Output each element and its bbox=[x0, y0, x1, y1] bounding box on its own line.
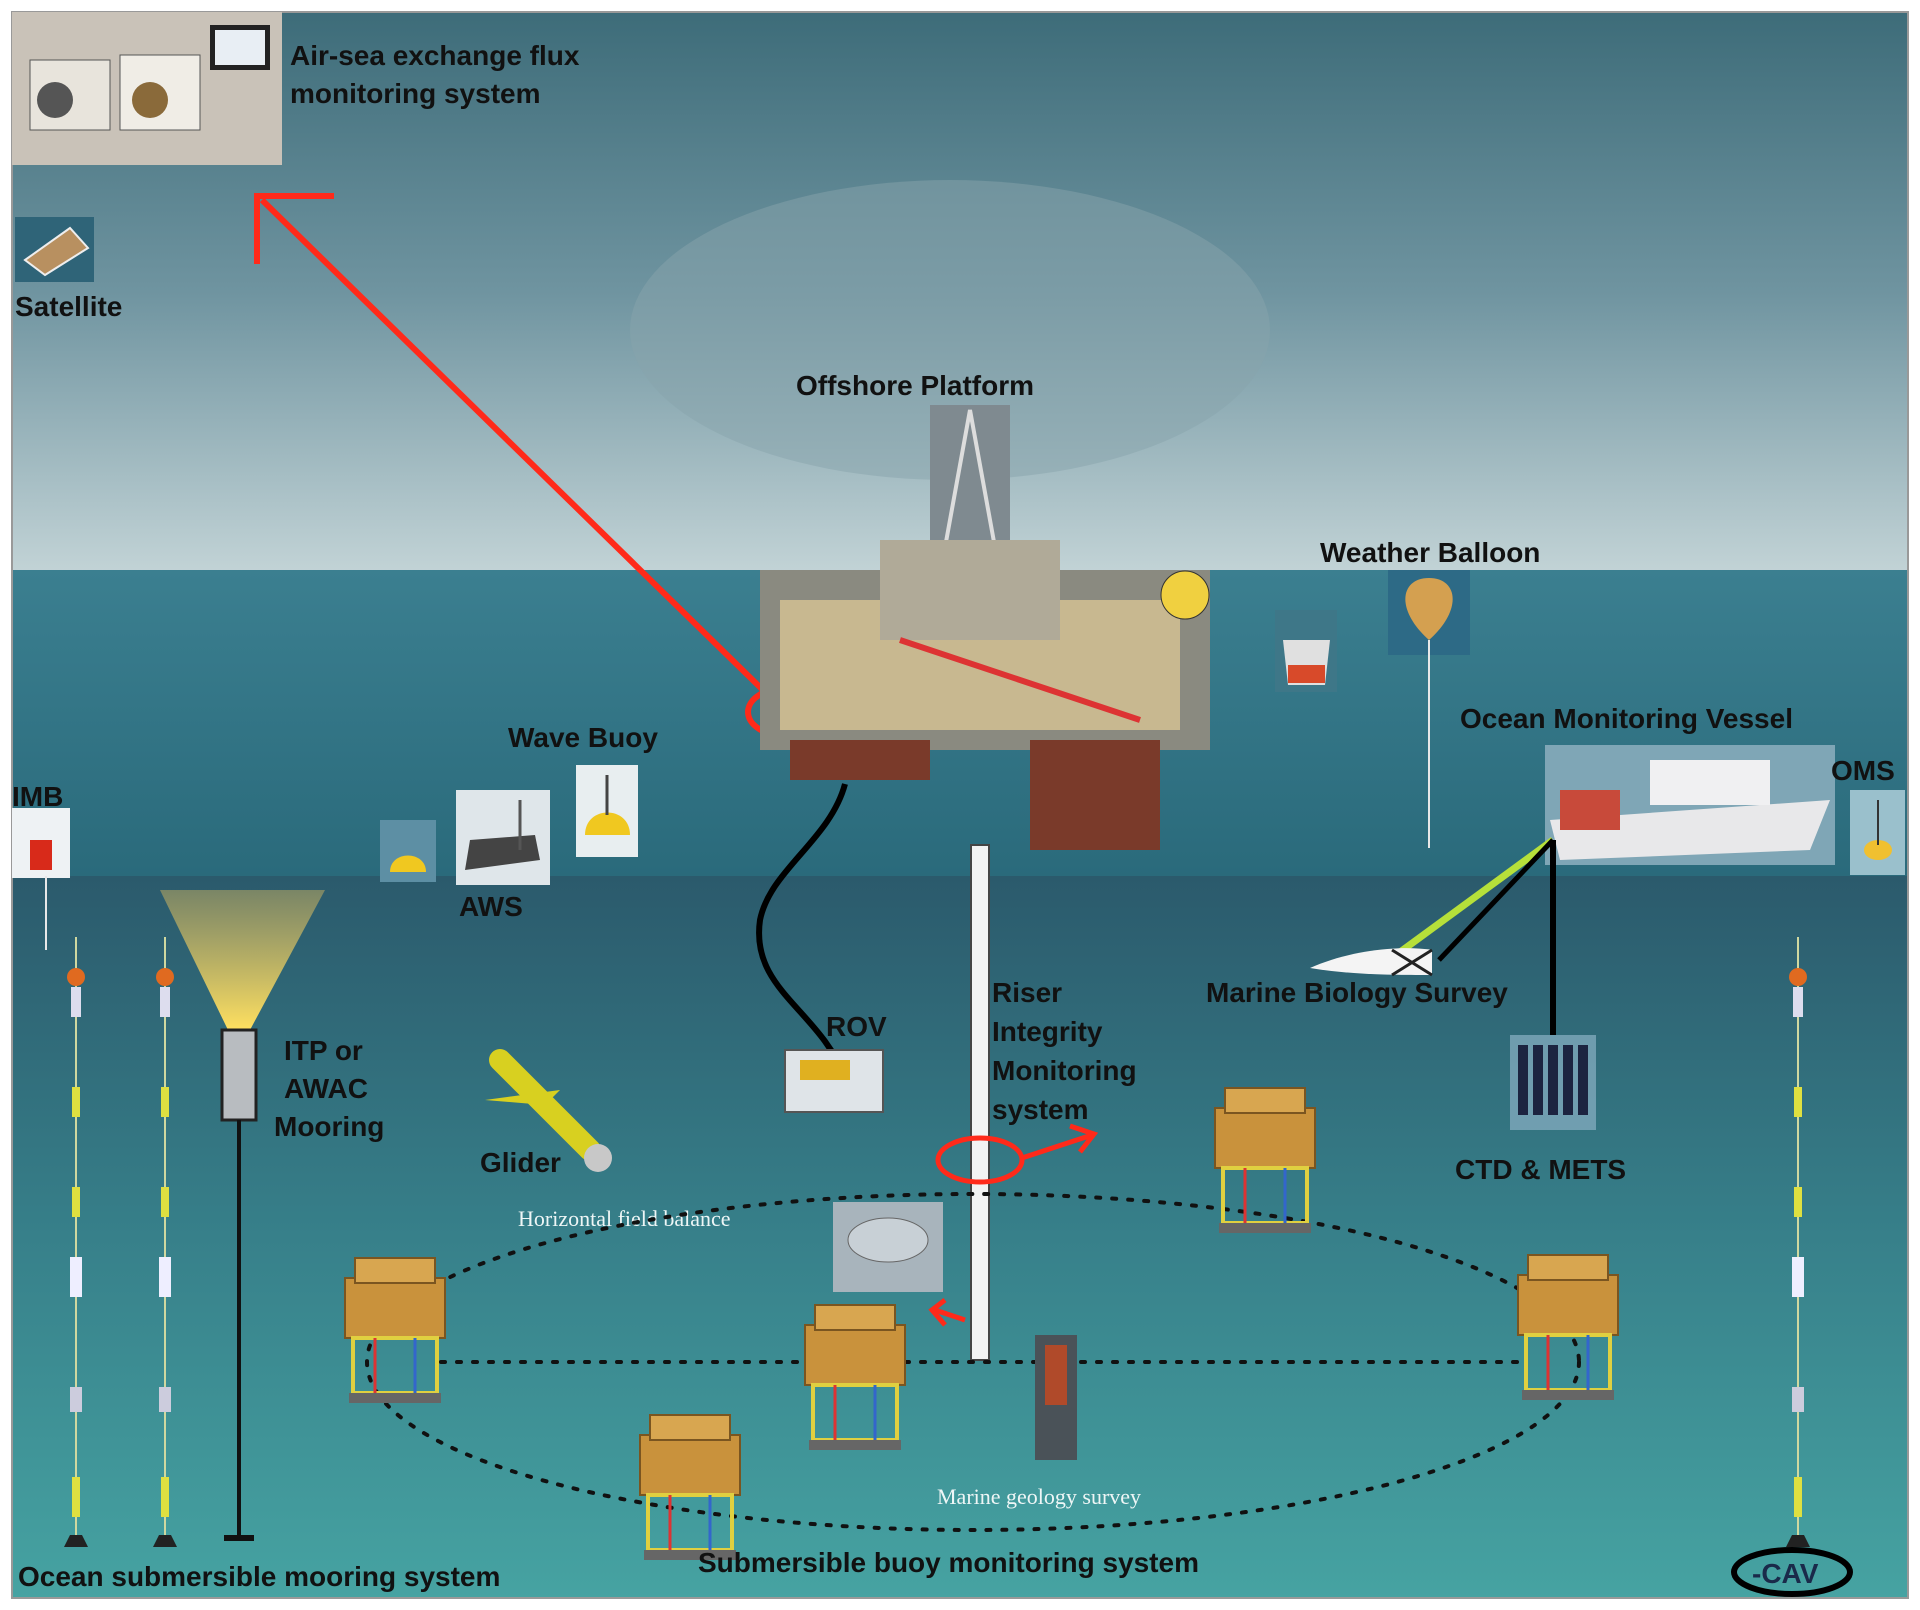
riser-label-line4: system bbox=[992, 1094, 1089, 1125]
itp-label-line2: AWAC bbox=[284, 1073, 368, 1104]
riser-label-line2: Integrity bbox=[992, 1016, 1103, 1047]
highlight-arrow-riser bbox=[928, 1123, 1099, 1327]
riser-label-line3: Monitoring bbox=[992, 1055, 1137, 1086]
air-sea-label-line1: Air-sea exchange flux bbox=[290, 40, 580, 71]
underwater-background bbox=[12, 876, 1908, 1598]
weather-balloon-icon bbox=[1388, 570, 1470, 848]
geology-corer-icon bbox=[1035, 1335, 1077, 1460]
satellite-label: Satellite bbox=[15, 291, 122, 322]
rov-icon bbox=[784, 1049, 884, 1113]
ocean-monitoring-vessel-icon bbox=[1545, 745, 1835, 865]
frame-border bbox=[11, 11, 1909, 1599]
vessel-cable-biology bbox=[1437, 838, 1555, 962]
oms-buoy-icon bbox=[1850, 790, 1905, 875]
submersible-buoy-system-label: Submersible buoy monitoring system bbox=[698, 1547, 1199, 1578]
rov-label: ROV bbox=[826, 1011, 887, 1042]
ctd-rosette-icon bbox=[1510, 1035, 1596, 1130]
small-buoy-icon bbox=[380, 820, 436, 882]
cloud bbox=[630, 180, 1270, 480]
support-ship-icon bbox=[1275, 610, 1337, 692]
vessel-cable-green bbox=[1393, 837, 1556, 958]
wave-buoy-icon bbox=[576, 765, 638, 857]
ocean-monitoring-vessel-label: Ocean Monitoring Vessel bbox=[1460, 703, 1793, 734]
marine-geology-label: Marine geology survey bbox=[937, 1484, 1141, 1509]
itp-awac-mooring-icon bbox=[160, 890, 325, 1541]
offshore-platform-icon bbox=[760, 405, 1210, 850]
buoy-network-dotted-lines bbox=[365, 1192, 1581, 1532]
riser-pipe bbox=[970, 844, 990, 1361]
wave-buoy-label: Wave Buoy bbox=[508, 722, 658, 753]
marine-biology-label: Marine Biology Survey bbox=[1206, 977, 1508, 1008]
glider-icon bbox=[485, 1049, 612, 1172]
cav-label: -CAV bbox=[1752, 1558, 1819, 1589]
glider-label: Glider bbox=[480, 1147, 561, 1178]
itp-label-line1: ITP or bbox=[284, 1035, 363, 1066]
ocean-submersible-mooring-label: Ocean submersible mooring system bbox=[18, 1561, 500, 1592]
air-sea-label-line2: monitoring system bbox=[290, 78, 540, 109]
riser-label-line1: Riser bbox=[992, 977, 1062, 1008]
offshore-platform-label: Offshore Platform bbox=[796, 370, 1034, 401]
imb-label: IMB bbox=[12, 781, 63, 812]
field-balance-icon bbox=[833, 1202, 943, 1292]
aws-label: AWS bbox=[459, 891, 523, 922]
satellite-icon bbox=[15, 217, 94, 282]
rov-tether bbox=[756, 783, 848, 1080]
air-sea-flux-photo bbox=[12, 12, 282, 165]
aws-station-icon bbox=[456, 790, 550, 885]
itp-label-line3: Mooring bbox=[274, 1111, 384, 1142]
imb-buoy-icon bbox=[12, 808, 70, 950]
horizontal-field-balance-label: Horizontal field balance bbox=[518, 1206, 731, 1231]
weather-balloon-label: Weather Balloon bbox=[1320, 537, 1540, 568]
ctd-mets-label: CTD & METS bbox=[1455, 1154, 1626, 1185]
trawl-net-icon bbox=[1310, 948, 1433, 977]
oms-label: OMS bbox=[1831, 755, 1895, 786]
cav-highlight-ellipse bbox=[1731, 1547, 1853, 1597]
